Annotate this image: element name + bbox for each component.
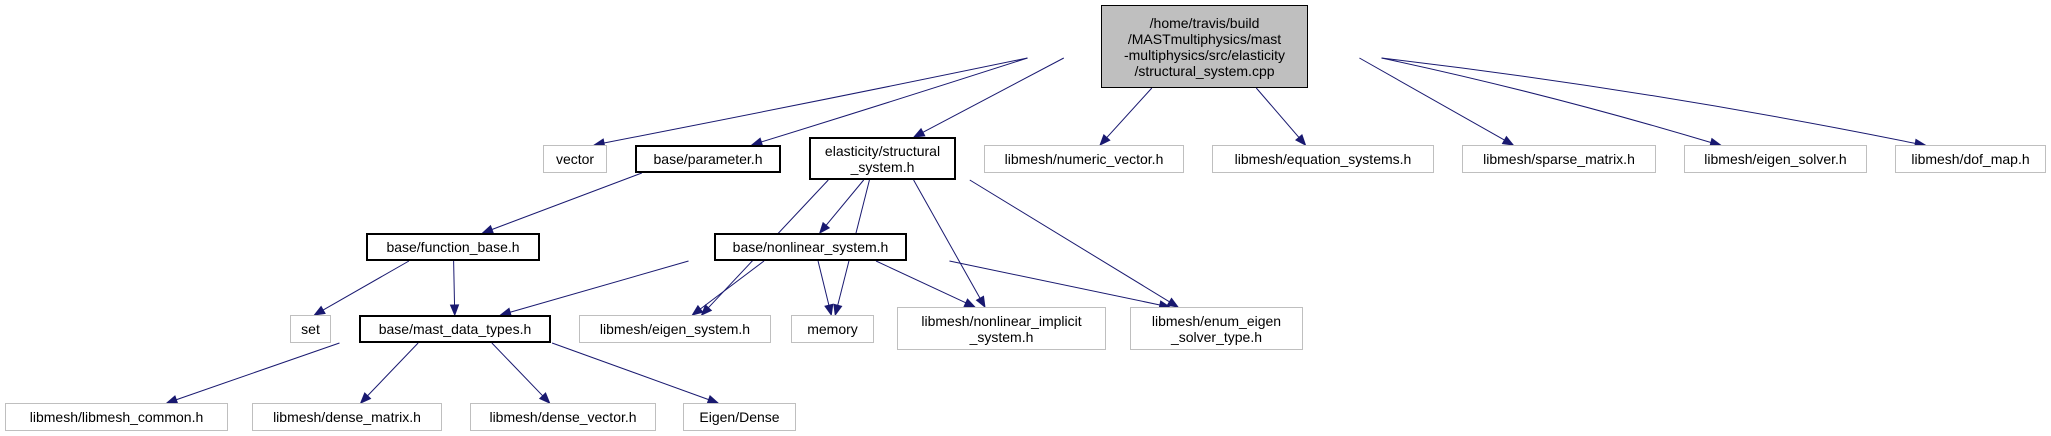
node-root[interactable]: /home/travis/build /MASTmultiphysics/mas… bbox=[1101, 5, 1308, 88]
edge-root-to-eigen_solver bbox=[1381, 57, 1712, 143]
edge-function_base-to-mast_data_types bbox=[453, 260, 456, 306]
edge-structural_system-to-nonlinear_implicit bbox=[913, 179, 981, 299]
arrowhead-nonlinear_system-to-eigen_system bbox=[691, 304, 704, 316]
node-enum-eigen-solver-type[interactable]: libmesh/enum_eigen _solver_type.h bbox=[1130, 307, 1303, 350]
edge-root-to-sparse_matrix bbox=[1359, 57, 1505, 141]
edge-root-to-dof_map bbox=[1381, 57, 1916, 144]
arrowhead-function_base-to-mast_data_types bbox=[449, 304, 460, 317]
arrowhead-root-to-numeric_vector bbox=[1099, 134, 1111, 146]
edge-structural_system-to-enum_eigen bbox=[969, 179, 1170, 303]
node-numeric-vector[interactable]: libmesh/numeric_vector.h bbox=[984, 145, 1184, 173]
edge-mast_data_types-to-dense_vector bbox=[491, 342, 544, 397]
arrowhead-structural_system-to-nonlinear_implicit bbox=[975, 295, 986, 309]
edge-function_base-to-set bbox=[322, 260, 410, 311]
arrowhead-root-to-structural_system bbox=[912, 127, 926, 138]
arrowhead-nonlinear_system-to-memory bbox=[824, 303, 834, 317]
edge-mast_data_types-to-dense_matrix bbox=[367, 342, 419, 397]
edge-root-to-vector bbox=[603, 57, 1028, 144]
edge-mast_data_types-to-libmesh_common bbox=[176, 342, 340, 401]
edge-nonlinear_system-to-mast_data_types bbox=[509, 260, 689, 313]
node-nonlinear-system[interactable]: base/nonlinear_system.h bbox=[714, 233, 907, 261]
arrowhead-structural_system-to-nonlinear_system bbox=[818, 221, 831, 235]
edge-nonlinear_system-to-memory bbox=[817, 260, 830, 306]
arrowhead-structural_system-to-eigen_system bbox=[700, 304, 713, 316]
node-dense-vector[interactable]: libmesh/dense_vector.h bbox=[470, 403, 656, 431]
node-dof-map[interactable]: libmesh/dof_map.h bbox=[1895, 145, 2046, 173]
arrowhead-function_base-to-set bbox=[313, 305, 326, 316]
arrowhead-mast_data_types-to-dense_matrix bbox=[359, 392, 372, 404]
node-parameter[interactable]: base/parameter.h bbox=[635, 145, 781, 173]
node-sparse-matrix[interactable]: libmesh/sparse_matrix.h bbox=[1462, 145, 1656, 173]
node-eigen-dense[interactable]: Eigen/Dense bbox=[683, 403, 796, 431]
edge-root-to-equation_systems bbox=[1255, 87, 1300, 138]
edge-root-to-numeric_vector bbox=[1106, 87, 1153, 138]
edge-root-to-parameter bbox=[761, 57, 1028, 143]
node-eigen-solver[interactable]: libmesh/eigen_solver.h bbox=[1684, 145, 1867, 173]
edge-structural_system-to-nonlinear_system bbox=[825, 179, 865, 226]
arrowhead-nonlinear_system-to-nonlinear_implicit bbox=[963, 298, 977, 308]
node-dense-matrix[interactable]: libmesh/dense_matrix.h bbox=[252, 403, 442, 431]
edge-root-to-structural_system bbox=[922, 57, 1065, 133]
arrowhead-mast_data_types-to-dense_vector bbox=[538, 392, 551, 404]
arrowhead-structural_system-to-enum_eigen bbox=[1166, 297, 1180, 308]
node-eigen-system[interactable]: libmesh/eigen_system.h bbox=[579, 315, 771, 343]
node-memory[interactable]: memory bbox=[791, 315, 874, 343]
arrowhead-root-to-sparse_matrix bbox=[1501, 135, 1515, 146]
node-structural-system[interactable]: elasticity/structural _system.h bbox=[809, 137, 956, 180]
edge-mast_data_types-to-eigen_dense bbox=[551, 342, 709, 401]
node-equation-systems[interactable]: libmesh/equation_systems.h bbox=[1212, 145, 1434, 173]
edge-nonlinear_system-to-enum_eigen bbox=[949, 260, 1160, 306]
edge-parameter-to-function_base bbox=[491, 172, 642, 230]
node-function-base[interactable]: base/function_base.h bbox=[366, 233, 540, 261]
edge-nonlinear_system-to-eigen_system bbox=[700, 260, 765, 310]
arrowhead-root-to-equation_systems bbox=[1295, 133, 1307, 147]
node-set[interactable]: set bbox=[290, 315, 331, 343]
node-vector[interactable]: vector bbox=[543, 145, 607, 173]
edge-nonlinear_system-to-nonlinear_implicit bbox=[875, 260, 967, 304]
node-mast-data-types[interactable]: base/mast_data_types.h bbox=[359, 315, 551, 343]
arrowhead-structural_system-to-memory bbox=[833, 303, 843, 317]
node-libmesh-common[interactable]: libmesh/libmesh_common.h bbox=[5, 403, 228, 431]
node-nonlinear-implicit-system[interactable]: libmesh/nonlinear_implicit _system.h bbox=[897, 307, 1106, 350]
